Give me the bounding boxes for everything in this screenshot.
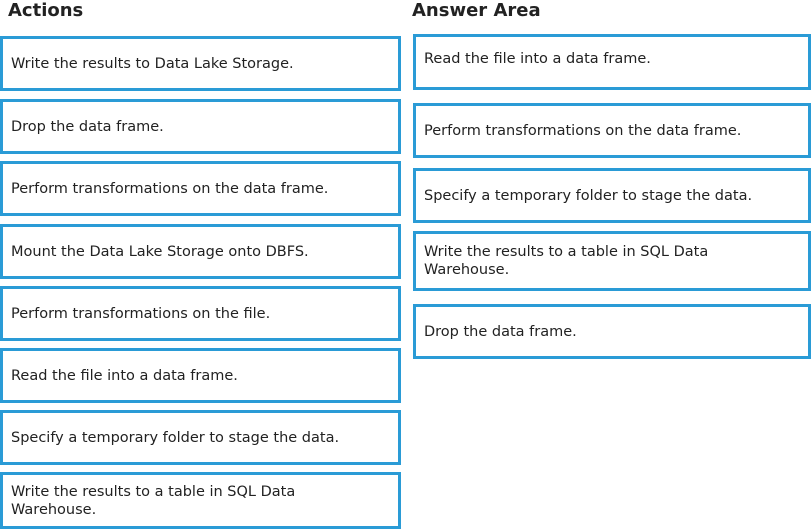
- action-item[interactable]: Specify a temporary folder to stage the …: [0, 410, 401, 465]
- action-item[interactable]: Write the results to a table in SQL Data…: [0, 472, 401, 529]
- action-item[interactable]: Perform transformations on the file.: [0, 286, 401, 341]
- action-item[interactable]: Mount the Data Lake Storage onto DBFS.: [0, 224, 401, 279]
- action-item[interactable]: Read the file into a data frame.: [0, 348, 401, 403]
- answer-item[interactable]: Write the results to a table in SQL Data…: [413, 231, 811, 291]
- answer-item[interactable]: Drop the data frame.: [413, 304, 811, 359]
- answer-area-heading: Answer Area: [412, 0, 541, 21]
- answer-item[interactable]: Perform transformations on the data fram…: [413, 103, 811, 158]
- answer-item[interactable]: Read the file into a data frame.: [413, 34, 811, 90]
- action-item[interactable]: Write the results to Data Lake Storage.: [0, 36, 401, 91]
- actions-heading: Actions: [8, 0, 84, 21]
- action-item[interactable]: Drop the data frame.: [0, 99, 401, 154]
- action-item[interactable]: Perform transformations on the data fram…: [0, 161, 401, 216]
- answer-item[interactable]: Specify a temporary folder to stage the …: [413, 168, 811, 223]
